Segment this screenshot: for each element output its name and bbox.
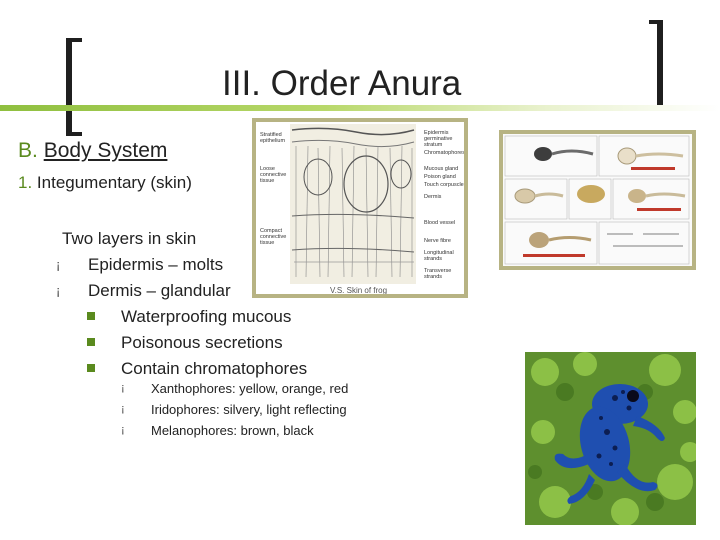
- skin-label: Mucous gland: [424, 166, 459, 172]
- skin-label: Epidermis germinative stratum: [424, 130, 453, 148]
- list-item: ¡ Iridophores: silvery, light reflecting: [121, 402, 347, 417]
- title-underline-rule: [0, 105, 720, 111]
- skin-section-drawing: [291, 127, 415, 278]
- skin-label: Nerve fibre: [424, 238, 451, 244]
- slide-title: III. Order Anura: [222, 64, 462, 103]
- bullet-circle-icon: ¡: [56, 283, 61, 298]
- skin-label: Stratified epithelium: [260, 132, 286, 144]
- list-item: ¡ Dermis – glandular: [56, 281, 231, 301]
- skin-label: Loose connective tissue: [260, 166, 287, 184]
- skin-cross-section-figure: Stratified epithelium Loose connective t…: [252, 118, 468, 298]
- list-item: ¡ Xanthophores: yellow, orange, red: [121, 381, 349, 396]
- bullet-square-icon: [87, 338, 95, 346]
- blue-poison-dart-frog-photo: [525, 352, 696, 525]
- list-item: ¡ Epidermis – molts: [56, 255, 224, 275]
- title-bracket-right: [649, 20, 663, 110]
- skin-label: Dermis: [424, 194, 442, 200]
- list-item-label: Dermis – glandular: [88, 281, 231, 300]
- skin-label: Longitudinal strands: [424, 250, 454, 262]
- subsection-number: 1.: [18, 173, 33, 192]
- bullet-square-icon: [87, 364, 95, 372]
- skin-label: Compact connective tissue: [260, 228, 287, 246]
- subsection-title: Integumentary (skin): [36, 173, 192, 192]
- skin-label: Blood vessel: [424, 220, 456, 226]
- section-letter: B.: [18, 139, 38, 162]
- bullet-circle-icon: ¡: [56, 257, 61, 272]
- list-item-label: Waterproofing mucous: [121, 307, 292, 326]
- list-item-label: Melanophores: brown, black: [151, 423, 314, 438]
- bullet-square-icon: [87, 312, 95, 320]
- list-item: ¡ Melanophores: brown, black: [121, 423, 314, 438]
- list-item: Poisonous secretions: [87, 333, 283, 353]
- skin-label: Chromatophores: [424, 150, 465, 156]
- figure-caption: V.S. Skin of frog: [330, 286, 388, 295]
- skin-label: Transverse strands: [424, 268, 452, 280]
- tadpole-development-figure: [499, 130, 696, 270]
- list-item-label: Epidermis – molts: [88, 255, 224, 274]
- list-item-label: Poisonous secretions: [121, 333, 283, 352]
- section-title: Body System: [43, 139, 168, 162]
- section-heading: B. Body System: [18, 139, 167, 163]
- subsection-heading: 1. Integumentary (skin): [18, 173, 192, 193]
- list-item-label: Iridophores: silvery, light reflecting: [151, 402, 347, 417]
- list-item: Contain chromatophores: [87, 359, 308, 379]
- intro-text: Two layers in skin: [62, 229, 197, 248]
- skin-label: Touch corpuscle: [424, 182, 464, 188]
- bullet-circle-icon: ¡: [121, 403, 125, 415]
- skin-label: Poison gland: [424, 174, 456, 180]
- tadpole-panels-illustration: [503, 134, 692, 266]
- title-bracket-left: [66, 38, 82, 136]
- bullet-circle-icon: ¡: [121, 424, 125, 436]
- list-item: Waterproofing mucous: [87, 307, 292, 327]
- list-item-label: Xanthophores: yellow, orange, red: [151, 381, 349, 396]
- frog-illustration: [525, 352, 696, 525]
- list-item-label: Contain chromatophores: [121, 359, 308, 378]
- bullet-circle-icon: ¡: [121, 382, 125, 394]
